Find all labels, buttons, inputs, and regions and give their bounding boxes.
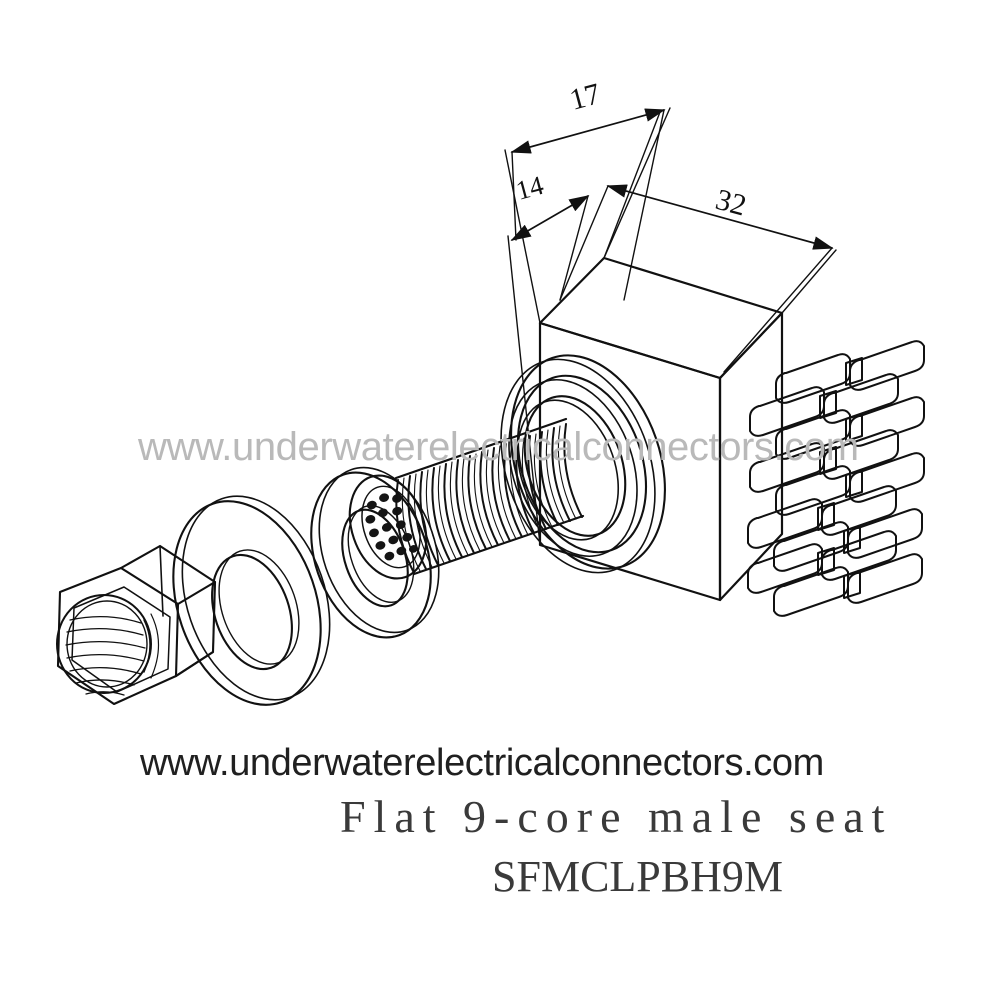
pin-5 — [775, 452, 925, 516]
dimension-label-14: 14 — [513, 170, 547, 206]
dimension-label-17: 17 — [566, 77, 604, 117]
watermark-bottom: www.underwaterelectricalconnectors.com — [140, 742, 824, 784]
flange-boss — [500, 354, 666, 574]
flange-block — [538, 256, 784, 602]
watermark-center: www.underwaterelectricalconnectors.com — [138, 425, 859, 469]
dimension-labels: 17 14 32 — [513, 77, 750, 222]
pin-1 — [775, 340, 925, 404]
hex-nut — [56, 544, 217, 706]
pin-array — [747, 340, 925, 617]
pin-6 — [747, 485, 897, 549]
pin-4 — [749, 429, 899, 493]
pin-2 — [749, 373, 899, 437]
pin-7 — [773, 508, 923, 572]
caption-title: Flat 9-core male seat — [340, 791, 893, 842]
caption-part-number: SFMCLPBH9M — [492, 852, 784, 901]
pin-9 — [773, 553, 923, 617]
flat-washer — [172, 495, 331, 706]
dimension-lines — [504, 107, 837, 546]
pin-3 — [775, 396, 925, 460]
pin-8 — [747, 530, 897, 594]
